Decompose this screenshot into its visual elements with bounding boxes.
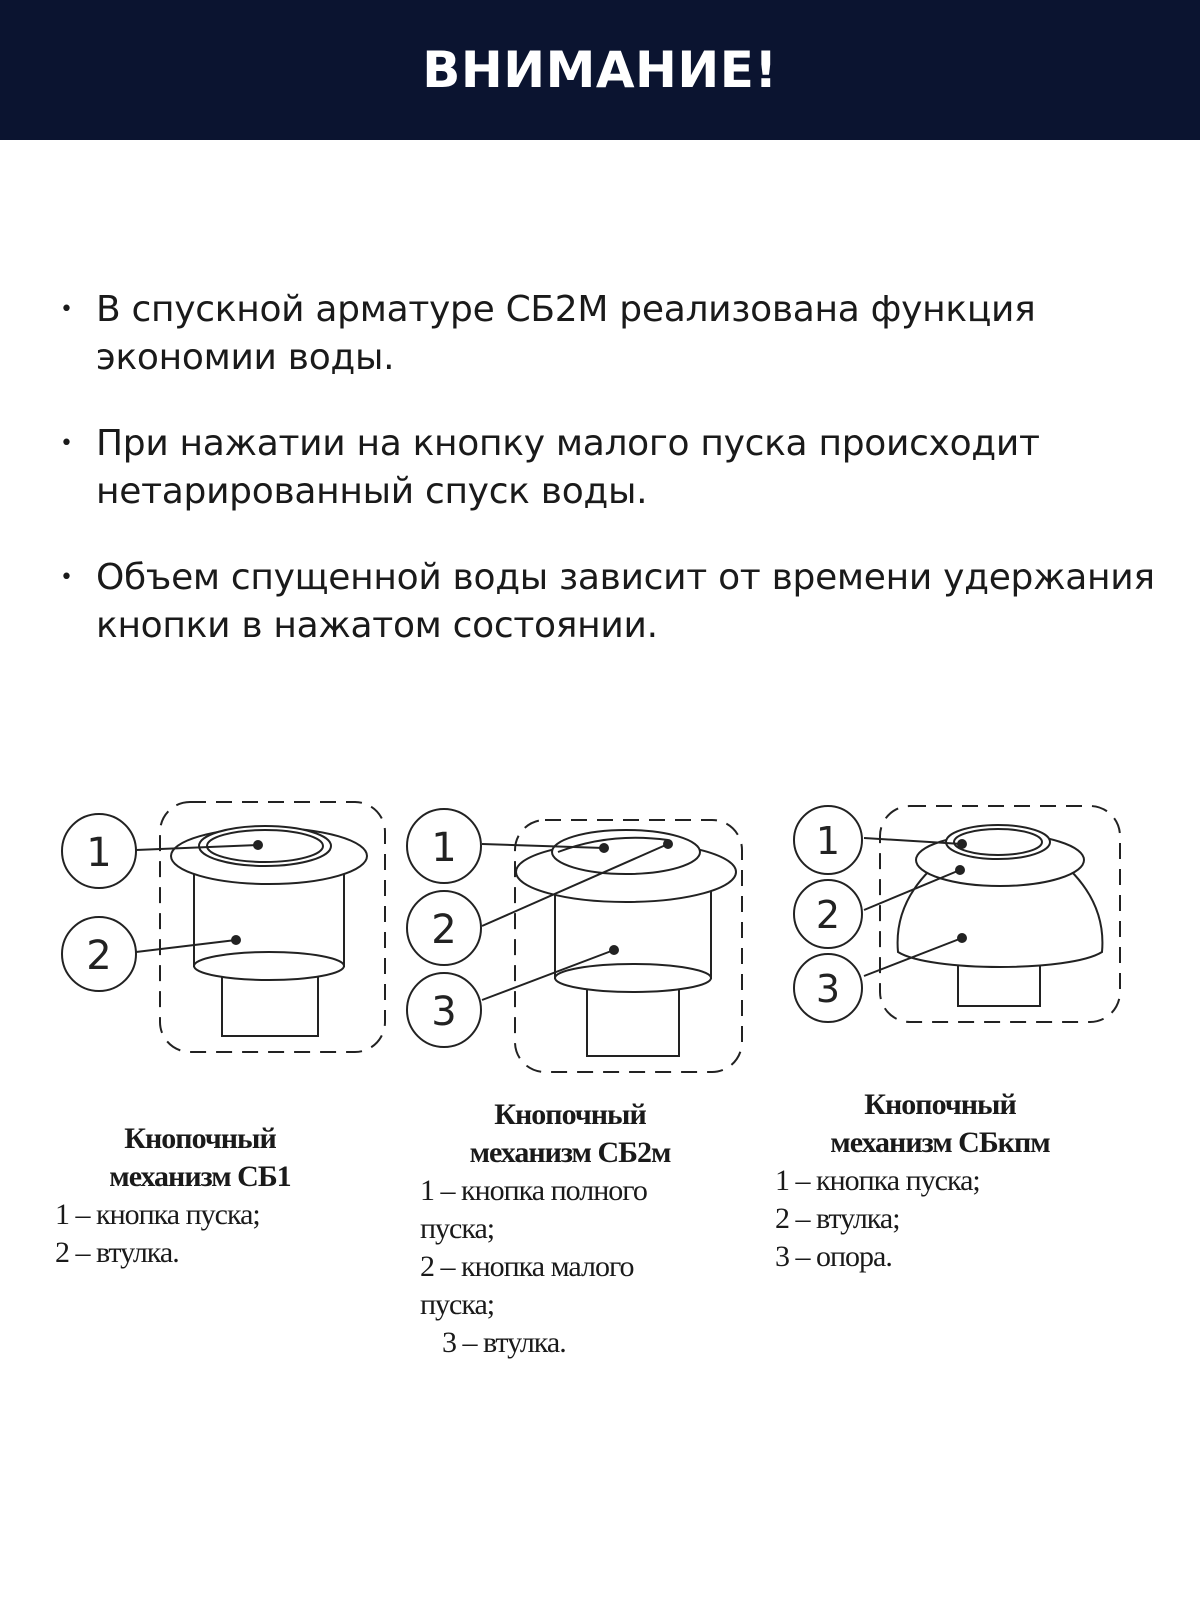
leader-line (863, 937, 963, 977)
diagram-sb1: 1 2 (61, 801, 386, 1053)
callout-number: 3 (816, 967, 840, 1011)
leader-line (481, 843, 605, 849)
caption-title: механизм СБ1 (109, 1160, 291, 1193)
caption-sb2m: Кнопочный механизм СБ2м 1 – кнопка полно… (420, 1096, 720, 1362)
caption-title: Кнопочный (864, 1088, 1016, 1121)
sleeve-bottom-edge (193, 951, 345, 981)
callout-number: 3 (431, 989, 456, 1035)
callout-number: 1 (431, 825, 456, 871)
button-inner (953, 828, 1043, 856)
leader-line (481, 843, 669, 927)
leader-line (863, 837, 963, 845)
callout-circle (793, 805, 863, 875)
leader-line (863, 869, 961, 911)
dashed-outline (159, 801, 386, 1053)
callout-circle (793, 953, 863, 1023)
leader-line (135, 939, 237, 953)
caption-item: 1 – кнопка пуска; (775, 1164, 981, 1197)
button-outer (945, 824, 1051, 860)
callout-number: 2 (86, 933, 111, 979)
callout-circle (406, 972, 482, 1048)
callout-number: 1 (86, 830, 111, 876)
callout-circle (406, 808, 482, 884)
diagram-sbkpm: 1 2 3 (793, 805, 1121, 1023)
callout-circle (406, 890, 482, 966)
caption-title: Кнопочный (494, 1098, 646, 1131)
leader-line (481, 949, 615, 1001)
page-title: ВНИМАНИЕ! (422, 41, 778, 99)
caption-item: 1 – кнопка полного (420, 1174, 648, 1207)
diagram-sb2m: 1 2 3 (406, 808, 743, 1073)
callout-number: 1 (816, 819, 840, 863)
callout-circle (61, 813, 137, 889)
dashed-outline (514, 819, 743, 1073)
callout-circle (793, 879, 863, 949)
caption-item: 3 – втулка. (442, 1326, 567, 1359)
caption-sbkpm: Кнопочный механизм СБкпм 1 – кнопка пуск… (775, 1086, 1105, 1276)
caption-item: 1 – кнопка пуска; (55, 1198, 261, 1231)
bullet-item: Объем спущенной воды зависит от времени … (60, 554, 1160, 650)
header-banner: ВНИМАНИЕ! (0, 0, 1200, 140)
bullet-item: При нажатии на кнопку малого пуска проис… (60, 420, 1160, 516)
callout-circle (61, 916, 137, 992)
bullet-list: В спускной арматуре СБ2М реализована фун… (60, 286, 1160, 688)
bullet-item: В спускной арматуре СБ2М реализована фун… (60, 286, 1160, 382)
leader-line (135, 844, 259, 851)
caption-item: 2 – втулка; (775, 1202, 901, 1235)
caption-item: 2 – кнопка малого (420, 1250, 635, 1283)
split-line (557, 836, 669, 853)
button-outer (198, 825, 332, 867)
caption-title: механизм СБкпм (830, 1126, 1050, 1159)
caption-item: 2 – втулка. (55, 1236, 180, 1269)
mechanism-diagrams: 1 2 1 2 3 (61, 801, 1121, 1073)
caption-item: пуска; (420, 1288, 495, 1321)
callout-number: 2 (816, 893, 840, 937)
button-inner (206, 829, 324, 863)
button-outer (551, 829, 701, 875)
caption-title: механизм СБ2м (469, 1136, 672, 1169)
dashed-outline (879, 805, 1121, 1023)
caption-item: 3 – опора. (775, 1240, 893, 1273)
callout-number: 2 (431, 907, 456, 953)
caption-item: пуска; (420, 1212, 495, 1245)
caption-title: Кнопочный (124, 1122, 276, 1155)
sleeve-bottom-edge (554, 963, 712, 993)
caption-sb1: Кнопочный механизм СБ1 1 – кнопка пуска;… (55, 1120, 345, 1272)
